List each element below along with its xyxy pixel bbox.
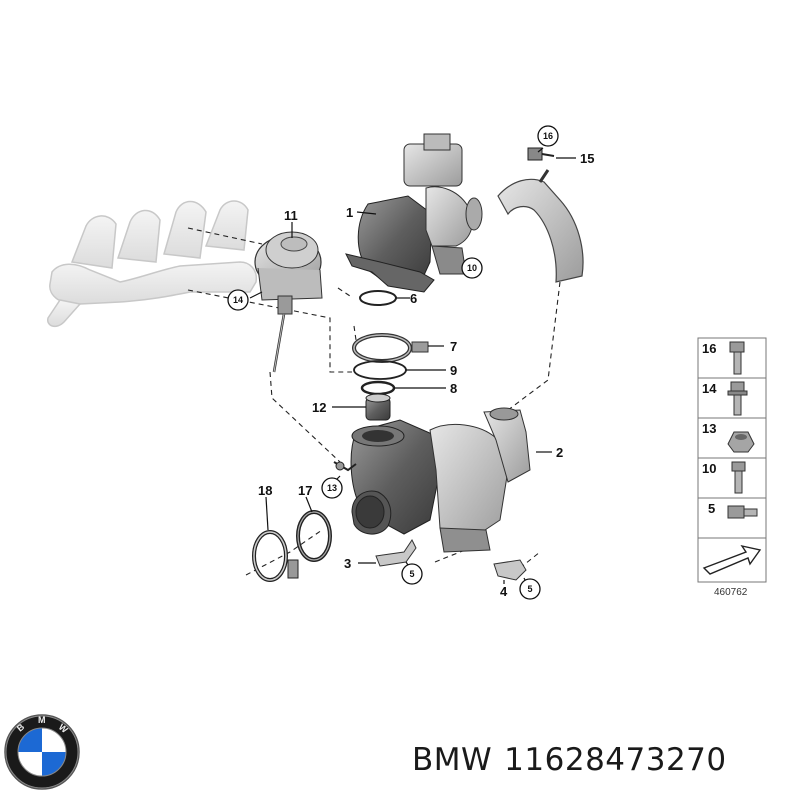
bolt-10-icon <box>731 461 746 494</box>
circled-callout-5b: 5 <box>527 584 532 594</box>
diagram-reference-number: 460762 <box>714 587 748 598</box>
vacuum-actuator <box>254 231 323 373</box>
circled-callout-10-ring <box>461 257 483 279</box>
callout-7: 7 <box>450 339 457 354</box>
circled-callouts <box>227 125 559 600</box>
callout-18: 18 <box>258 483 272 498</box>
gasket-ring-8 <box>360 380 396 396</box>
circled-callout-5a: 5 <box>409 569 414 579</box>
legend-item-5: 5 <box>708 501 715 516</box>
circled-callout-16-ring <box>537 125 559 147</box>
circled-callout-14: 14 <box>233 295 243 305</box>
callout-1: 1 <box>346 205 353 220</box>
svg-text:B: B <box>15 721 27 733</box>
legend-item-14: 14 <box>702 381 717 396</box>
circled-callout-10: 10 <box>467 263 477 273</box>
callout-2: 2 <box>556 445 563 460</box>
callout-labels: 1 11 6 15 7 9 8 12 2 18 17 3 4 <box>258 151 594 599</box>
v-band-clamp-7 <box>352 333 429 363</box>
gasket-ring-6 <box>359 290 397 306</box>
circled-callout-5a-ring <box>401 563 423 585</box>
callout-12: 12 <box>312 400 326 415</box>
callout-11: 11 <box>284 208 298 223</box>
intake-hose <box>497 169 584 283</box>
svg-text:M: M <box>38 715 46 725</box>
turbocharger-upper <box>345 133 483 293</box>
part-number: 11628473270 <box>504 742 727 778</box>
bracket-3 <box>375 539 417 567</box>
fastener-legend: 16 14 13 10 5 <box>697 337 767 583</box>
brand-part-number-caption: BMW 11628473270 <box>412 742 792 782</box>
clamp-18 <box>252 530 299 582</box>
callout-3: 3 <box>344 556 351 571</box>
seal-12 <box>365 393 391 421</box>
callout-9: 9 <box>450 363 457 378</box>
exhaust-manifold <box>47 200 258 328</box>
callout-17: 17 <box>298 483 312 498</box>
bolt-16-icon <box>729 341 745 375</box>
callout-4: 4 <box>500 584 508 599</box>
callout-8: 8 <box>450 381 457 396</box>
brand-name: BMW <box>412 742 493 778</box>
circled-callout-13: 13 <box>327 483 337 493</box>
circled-callout-labels: 14 10 16 13 5 5 <box>233 131 553 594</box>
bolt-5-icon <box>727 505 758 519</box>
legend-item-13: 13 <box>702 421 716 436</box>
callout-15: 15 <box>580 151 594 166</box>
bmw-roundel-icon: B M W <box>4 714 80 790</box>
legend-item-10: 10 <box>702 461 716 476</box>
gasket-17 <box>296 510 332 562</box>
legend-item-16: 16 <box>702 341 716 356</box>
nut-13-icon <box>727 431 755 453</box>
circled-callout-13-ring <box>321 477 343 499</box>
circled-callout-14-ring <box>227 289 249 311</box>
bracket-4 <box>493 559 527 581</box>
callout-6: 6 <box>410 291 417 306</box>
direction-arrow-icon <box>702 544 762 575</box>
circled-callout-5b-ring <box>519 578 541 600</box>
circled-callout-16: 16 <box>543 131 553 141</box>
turbocharger-lower <box>333 407 531 553</box>
bolt-14-icon <box>727 381 748 416</box>
gasket-ring-9 <box>353 360 407 380</box>
